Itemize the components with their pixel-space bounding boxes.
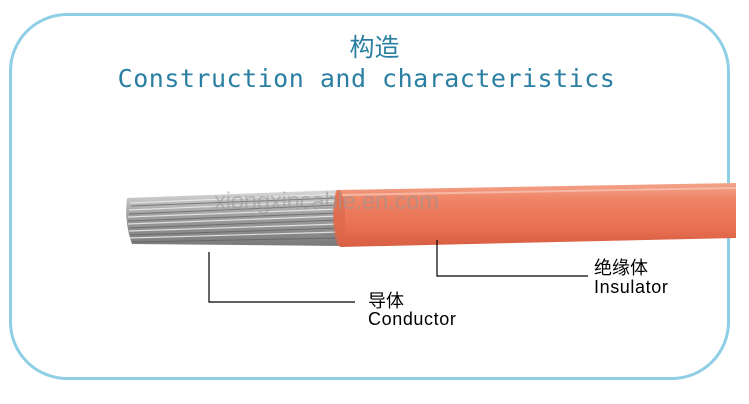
insulator-label-chinese: 绝缘体 [594,258,648,279]
conductor-label-chinese: 导体 [368,291,404,312]
insulation-jacket [333,183,737,247]
watermark-text: xiongxincable.en.com [214,188,439,215]
conductor-label-english: Conductor [368,309,457,329]
insulator-leader-line [436,240,588,277]
title-english: Construction and characteristics [117,64,616,93]
conductor-leader-line [208,252,355,303]
conductor-strands [126,190,342,246]
title-chinese: 构造 [349,33,400,62]
insulator-label-english: Insulator [594,277,669,297]
